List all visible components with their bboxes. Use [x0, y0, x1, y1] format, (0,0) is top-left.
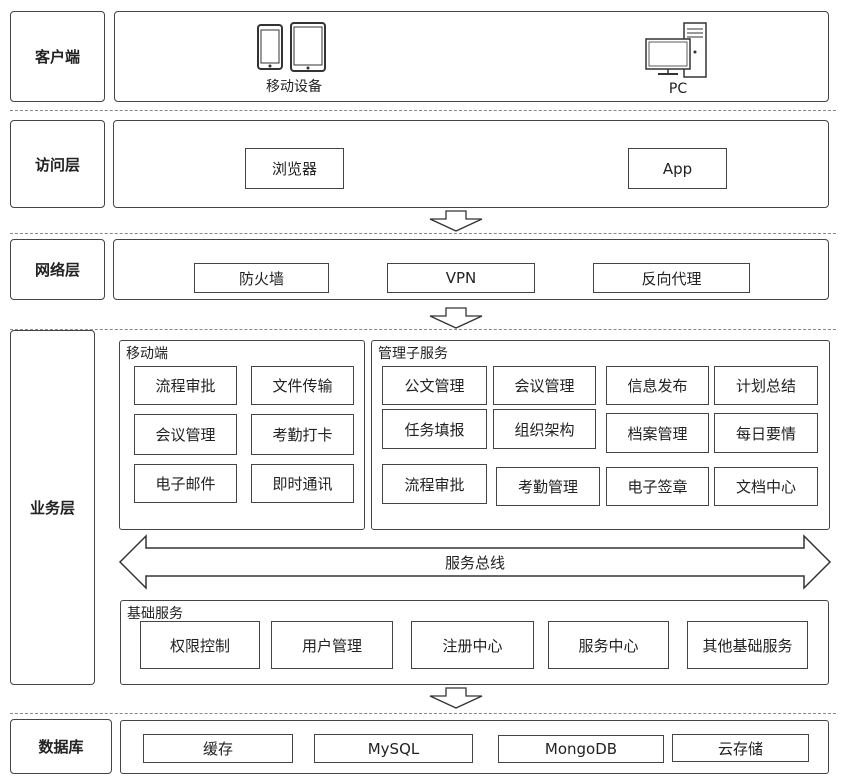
separator-line [10, 713, 836, 714]
layer-label-client: 客户端 [10, 11, 105, 102]
management-subpanel-title: 管理子服务 [378, 346, 448, 362]
management-item: 计划总结 [714, 366, 818, 405]
mobile-subpanel-title: 移动端 [126, 346, 168, 362]
pc-icon [645, 22, 707, 78]
management-item: 任务填报 [382, 409, 487, 449]
management-item: 信息发布 [606, 366, 709, 405]
management-item: 公文管理 [382, 366, 487, 405]
base-item-registry: 注册中心 [411, 621, 534, 669]
layer-label-network: 网络层 [10, 239, 105, 300]
down-arrow [429, 687, 483, 709]
mobile-item: 流程审批 [134, 366, 237, 405]
network-item-firewall: 防火墙 [194, 263, 329, 293]
base-item-other: 其他基础服务 [687, 621, 808, 669]
separator-line [10, 329, 836, 330]
layer-label-database: 数据库 [10, 719, 112, 774]
down-arrow [429, 210, 483, 232]
mobile-item: 会议管理 [134, 414, 237, 455]
mobile-item: 文件传输 [251, 366, 354, 405]
service-bus-arrow [118, 534, 832, 590]
db-item-mysql: MySQL [314, 734, 473, 763]
management-item: 考勤管理 [496, 467, 600, 506]
db-item-cache: 缓存 [143, 734, 293, 763]
separator-line [10, 233, 836, 234]
client-panel [114, 11, 829, 102]
base-services-title: 基础服务 [127, 606, 183, 622]
mobile-device-icon [257, 22, 326, 72]
separator-line [10, 110, 836, 111]
management-item: 流程审批 [382, 464, 487, 504]
layer-label-business: 业务层 [10, 330, 95, 685]
management-item: 组织架构 [493, 409, 596, 449]
mobile-item: 电子邮件 [134, 464, 237, 503]
base-item-service-center: 服务中心 [548, 621, 669, 669]
management-item: 每日要情 [714, 413, 818, 453]
access-item-browser: 浏览器 [245, 148, 344, 189]
layer-label-access: 访问层 [10, 120, 105, 208]
base-item-user: 用户管理 [271, 621, 393, 669]
management-item: 档案管理 [606, 413, 709, 453]
network-item-reverse-proxy: 反向代理 [593, 263, 750, 293]
mobile-device-label: 移动设备 [266, 79, 322, 95]
management-item: 会议管理 [493, 366, 596, 405]
down-arrow [429, 307, 483, 329]
management-item: 电子签章 [606, 467, 709, 506]
base-item-permission: 权限控制 [140, 621, 260, 669]
pc-label: PC [668, 81, 688, 97]
mobile-item: 即时通讯 [251, 464, 354, 503]
access-item-app: App [628, 148, 727, 189]
network-item-vpn: VPN [387, 263, 535, 293]
management-item: 文档中心 [714, 467, 818, 506]
db-item-cloud-storage: 云存储 [672, 734, 809, 762]
mobile-item: 考勤打卡 [251, 414, 354, 455]
service-bus-label: 服务总线 [444, 554, 505, 572]
db-item-mongodb: MongoDB [498, 735, 664, 763]
